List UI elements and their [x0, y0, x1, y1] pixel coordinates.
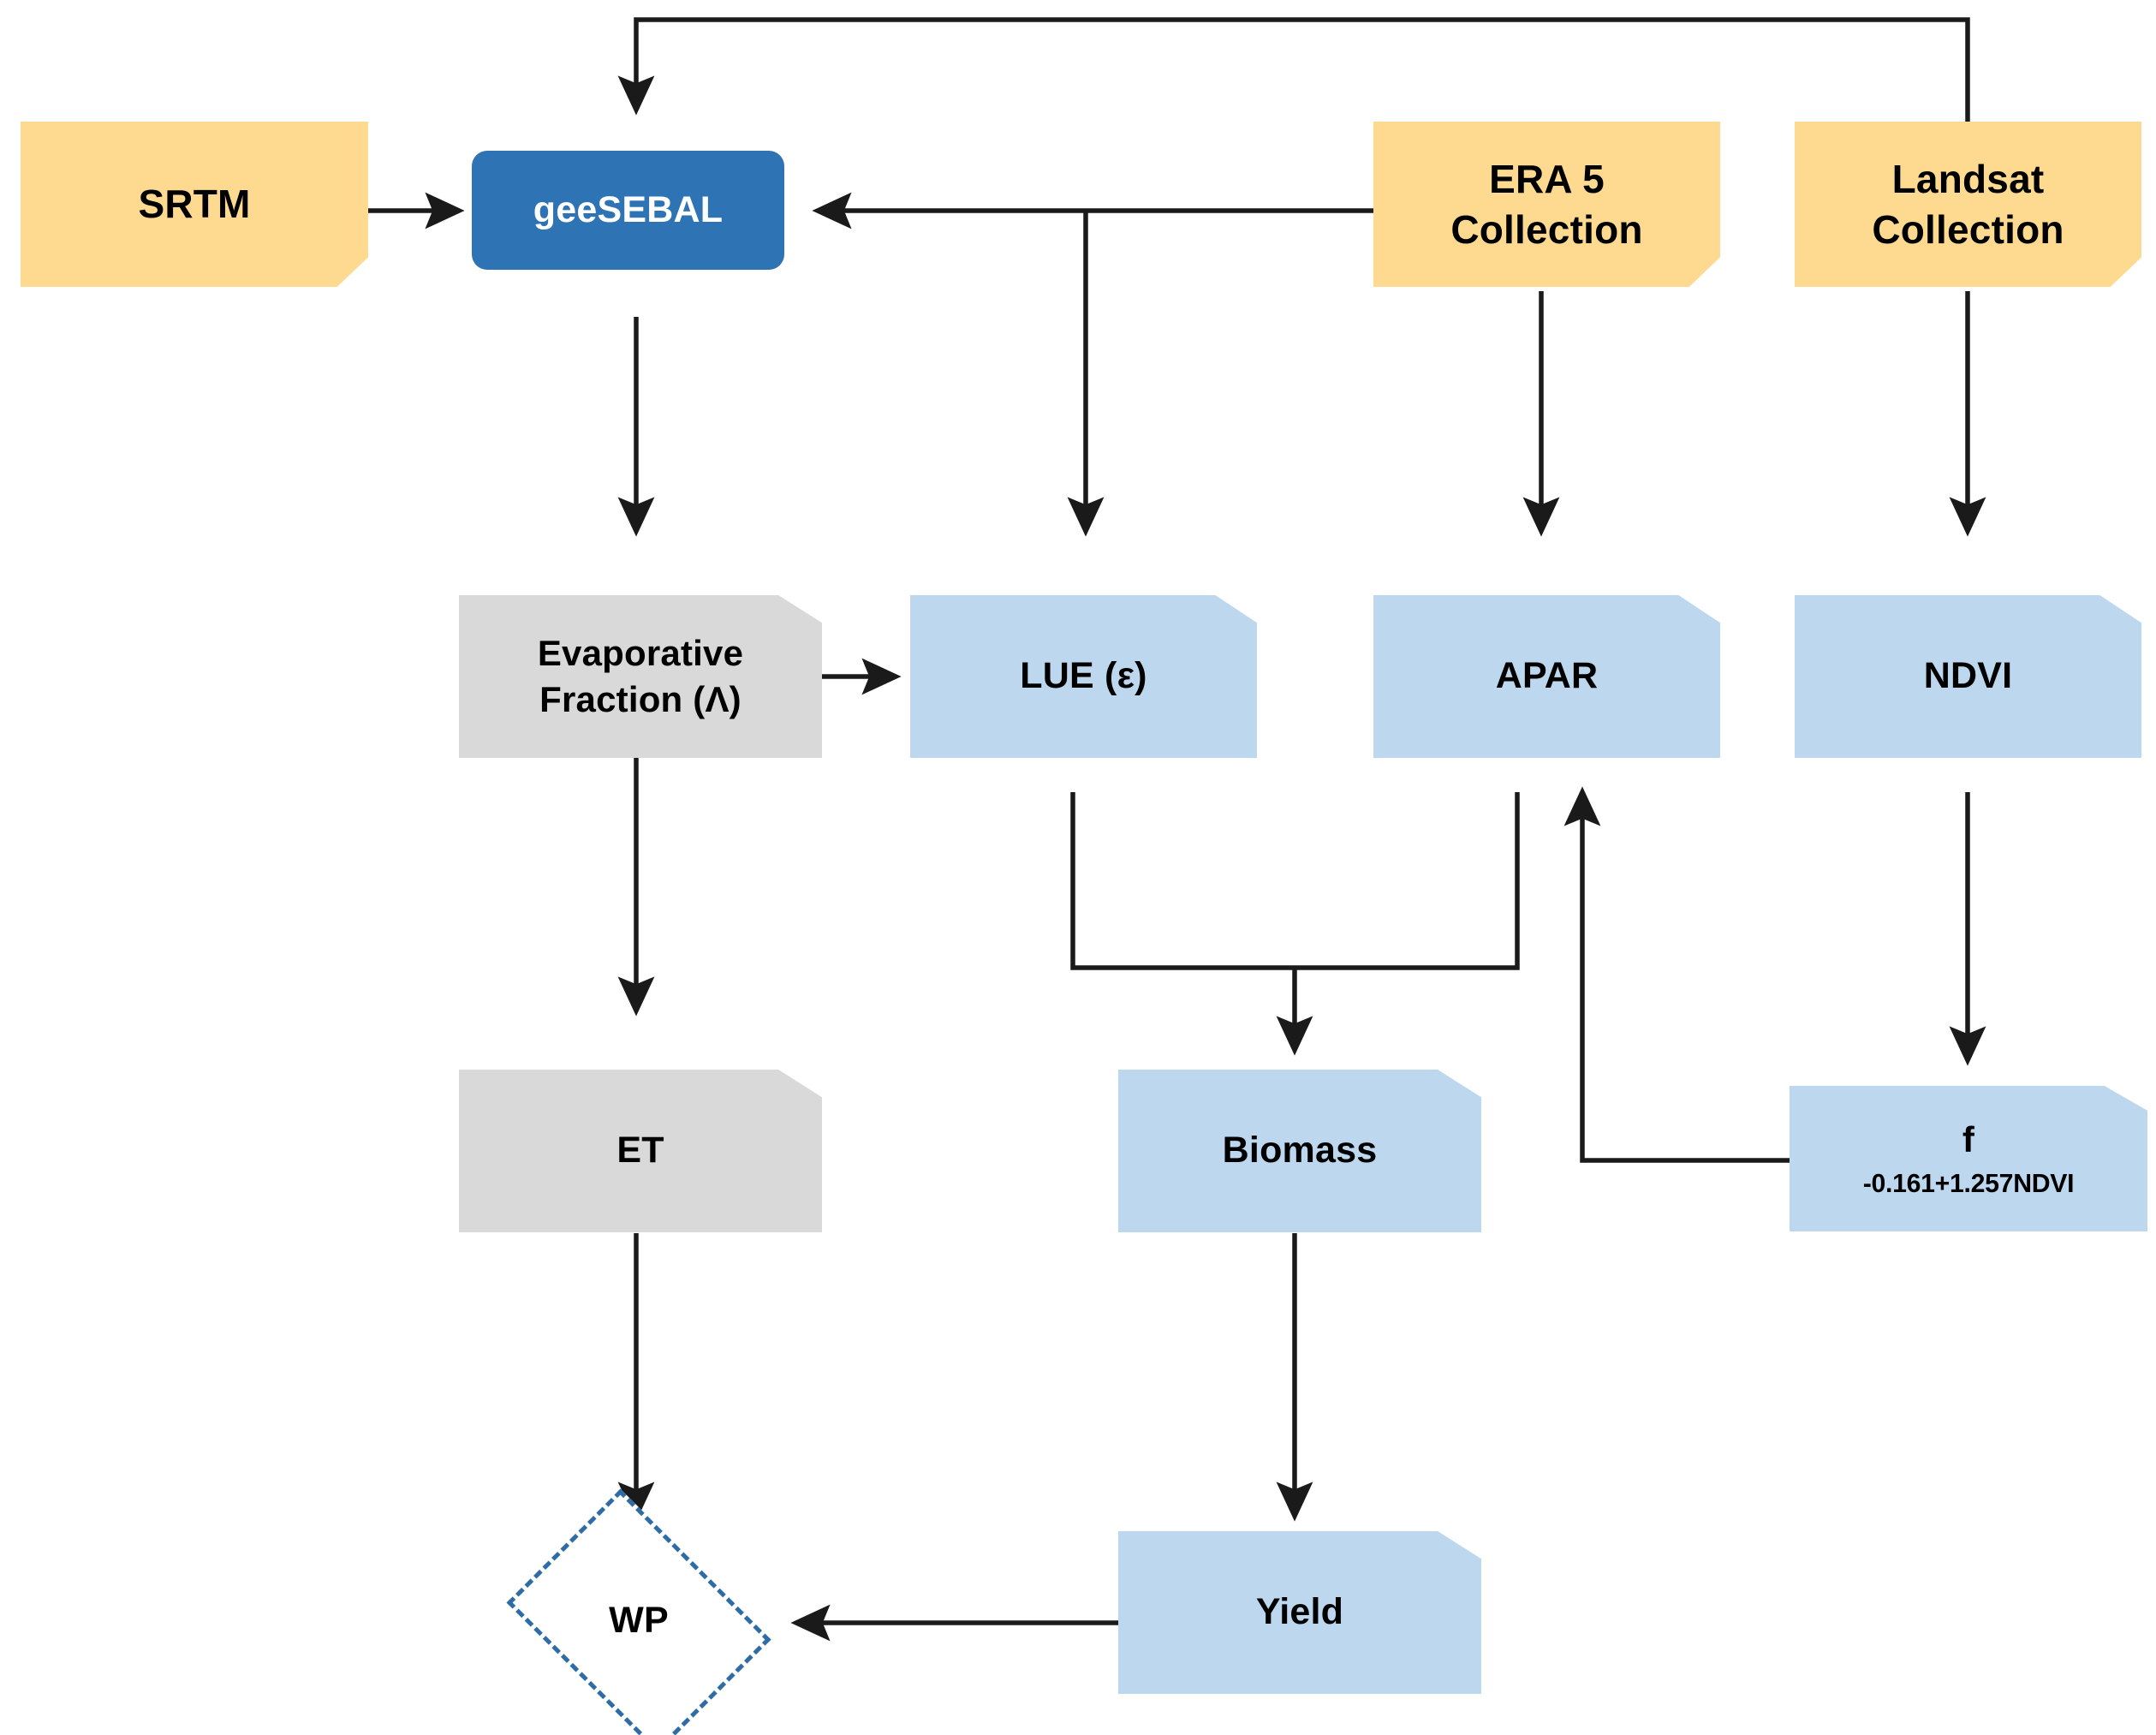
node-ndvi-label: NDVI — [1923, 655, 2013, 697]
node-landsat-label-line2: Collection — [1872, 206, 2064, 252]
node-wp-label: WP — [609, 1600, 669, 1642]
node-landsat-label-line1: Landsat — [1891, 156, 2045, 201]
node-lue[interactable]: LUE (ε) — [910, 595, 1257, 758]
node-landsat-collection[interactable]: Landsat Collection — [1795, 122, 2141, 287]
node-biomass[interactable]: Biomass — [1118, 1070, 1481, 1232]
node-et-label: ET — [616, 1130, 664, 1172]
node-f-label: f — [1962, 1118, 1975, 1160]
node-geesebal[interactable]: geeSEBAL — [472, 151, 784, 270]
node-ef-label-line2: Fraction (Λ) — [539, 679, 741, 719]
edge-landsat-to-geesebal — [617, 17, 1970, 130]
node-yield-label: Yield — [1255, 1591, 1344, 1633]
node-evaporative-fraction[interactable]: Evaporative Fraction (Λ) — [459, 595, 822, 758]
node-fapar-equation[interactable]: f -0.161+1.257NDVI — [1790, 1086, 2147, 1231]
node-geesebal-label: geeSEBAL — [533, 188, 724, 230]
node-era5-label-line1: ERA 5 — [1489, 156, 1605, 201]
node-srtm-label: SRTM — [138, 182, 251, 227]
node-et[interactable]: ET — [459, 1070, 822, 1232]
node-apar-label: APAR — [1495, 655, 1599, 697]
node-wp[interactable]: WP — [488, 1488, 789, 1735]
note-fold-corner-icon — [2110, 257, 2141, 287]
node-era5-label-line2: Collection — [1450, 206, 1643, 252]
edge-f-to-apar — [1563, 786, 1790, 1163]
note-fold-corner-icon — [1688, 257, 1720, 287]
node-srtm[interactable]: SRTM — [21, 122, 368, 287]
node-ef-label-line1: Evaporative — [537, 633, 744, 674]
node-apar[interactable]: APAR — [1373, 595, 1720, 758]
node-biomass-label: Biomass — [1222, 1130, 1378, 1172]
node-ndvi[interactable]: NDVI — [1795, 595, 2141, 758]
node-f-sublabel: -0.161+1.257NDVI — [1862, 1169, 2075, 1198]
note-fold-corner-icon — [337, 257, 368, 287]
edge-lue-apar-merge — [1070, 792, 1520, 970]
node-yield[interactable]: Yield — [1118, 1531, 1481, 1694]
node-lue-label: LUE (ε) — [1020, 655, 1147, 697]
node-era5-collection[interactable]: ERA 5 Collection — [1373, 122, 1720, 287]
